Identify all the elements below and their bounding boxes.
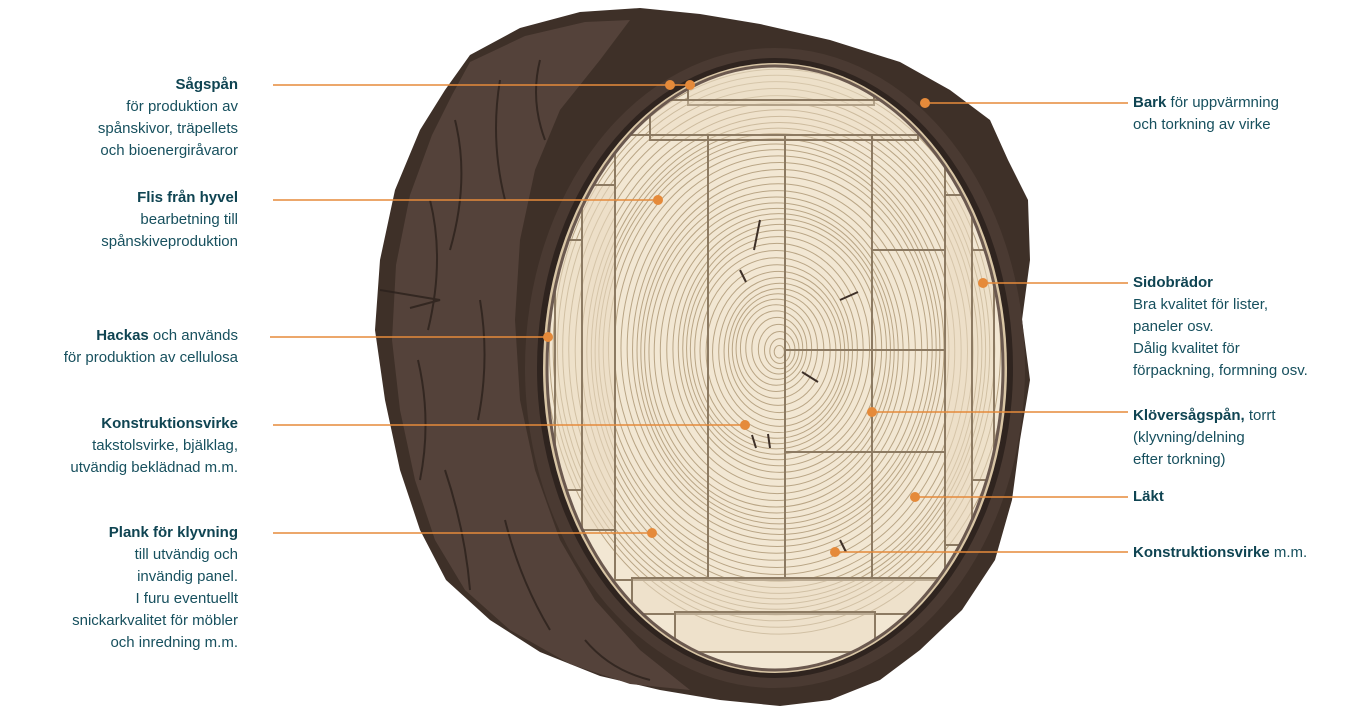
label-flis: Flis från hyvel bearbetning till spånski… — [101, 187, 238, 253]
label-kloversagspan: Klöversågspån, torrt (klyvning/delning e… — [1133, 405, 1276, 471]
label-konstruktionsvirke-right: Konstruktionsvirke m.m. — [1133, 542, 1307, 564]
dot-sidobrador — [978, 278, 988, 288]
dot-klover — [867, 407, 877, 417]
label-sagspan: Sågspån för produktion av spånskivor, tr… — [98, 74, 238, 162]
dot-flis — [653, 195, 663, 205]
label-sidobrador: Sidobrädor Bra kvalitet för lister, pane… — [1133, 272, 1308, 382]
label-bark: Bark för uppvärmning och torkning av vir… — [1133, 92, 1279, 136]
dot-sagspan-2 — [685, 80, 695, 90]
dot-sagspan-1 — [665, 80, 675, 90]
label-konstruktionsvirke-left: Konstruktionsvirke takstolsvirke, bjälkl… — [70, 413, 238, 479]
dot-hackas — [543, 332, 553, 342]
label-lakt: Läkt — [1133, 486, 1164, 508]
dot-bark — [920, 98, 930, 108]
label-plank: Plank för klyvning till utvändig och inv… — [72, 522, 238, 654]
dot-konstr-left — [740, 420, 750, 430]
dot-konstr-right — [830, 547, 840, 557]
dot-plank — [647, 528, 657, 538]
label-hackas: Hackas och används för produktion av cel… — [64, 325, 238, 369]
dot-lakt — [910, 492, 920, 502]
